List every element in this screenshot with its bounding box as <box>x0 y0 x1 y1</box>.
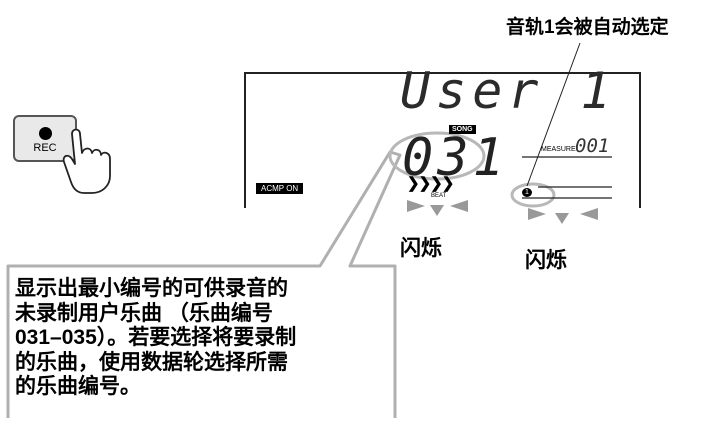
measure-value: 001 <box>575 135 610 157</box>
callout-line: 显示出最小编号的可供录音的 <box>15 277 288 300</box>
callout-text: 显示出最小编号的可供录音的 未录制用户乐曲 （乐曲编号 031–035）。若要选… <box>15 277 385 400</box>
beat-flash-triangles-right <box>528 208 598 224</box>
rec-button[interactable]: REC <box>13 115 77 162</box>
callout-box <box>6 150 402 418</box>
song-badge: SONG <box>449 125 476 134</box>
track-auto-select-caption: 音轨1会被自动选定 <box>506 17 669 38</box>
beat-flash-triangles-left <box>407 200 468 216</box>
record-dot-icon <box>39 127 52 140</box>
callout-line: 031–035）。若要选择将要录制 <box>15 326 297 349</box>
callout-line: 未录制用户乐曲 （乐曲编号 <box>15 301 273 325</box>
song-number: 031 <box>402 128 508 188</box>
callout-line: 的乐曲，使用数据轮选择所需 <box>15 350 288 374</box>
lcd-display <box>244 72 641 208</box>
flash-label-left: 闪烁 <box>400 237 442 260</box>
pointing-hand-icon <box>62 128 111 194</box>
flash-label-right: 闪烁 <box>525 249 567 272</box>
lcd-title: User 1 <box>400 62 617 120</box>
track-highlight <box>510 182 556 208</box>
beat-label: BEAT <box>431 193 447 199</box>
caption-leader-line <box>526 42 581 187</box>
song-number-highlight <box>388 131 486 181</box>
beat-arrows-icon: ❯❯❯❯ <box>407 175 454 192</box>
callout-line: 的乐曲编号。 <box>15 375 141 398</box>
track-1-indicator: 1 <box>522 188 532 197</box>
rec-label: REC <box>33 142 57 154</box>
measure-label: MEASURE <box>541 146 576 153</box>
acmp-on-badge: ACMP ON <box>256 183 304 194</box>
